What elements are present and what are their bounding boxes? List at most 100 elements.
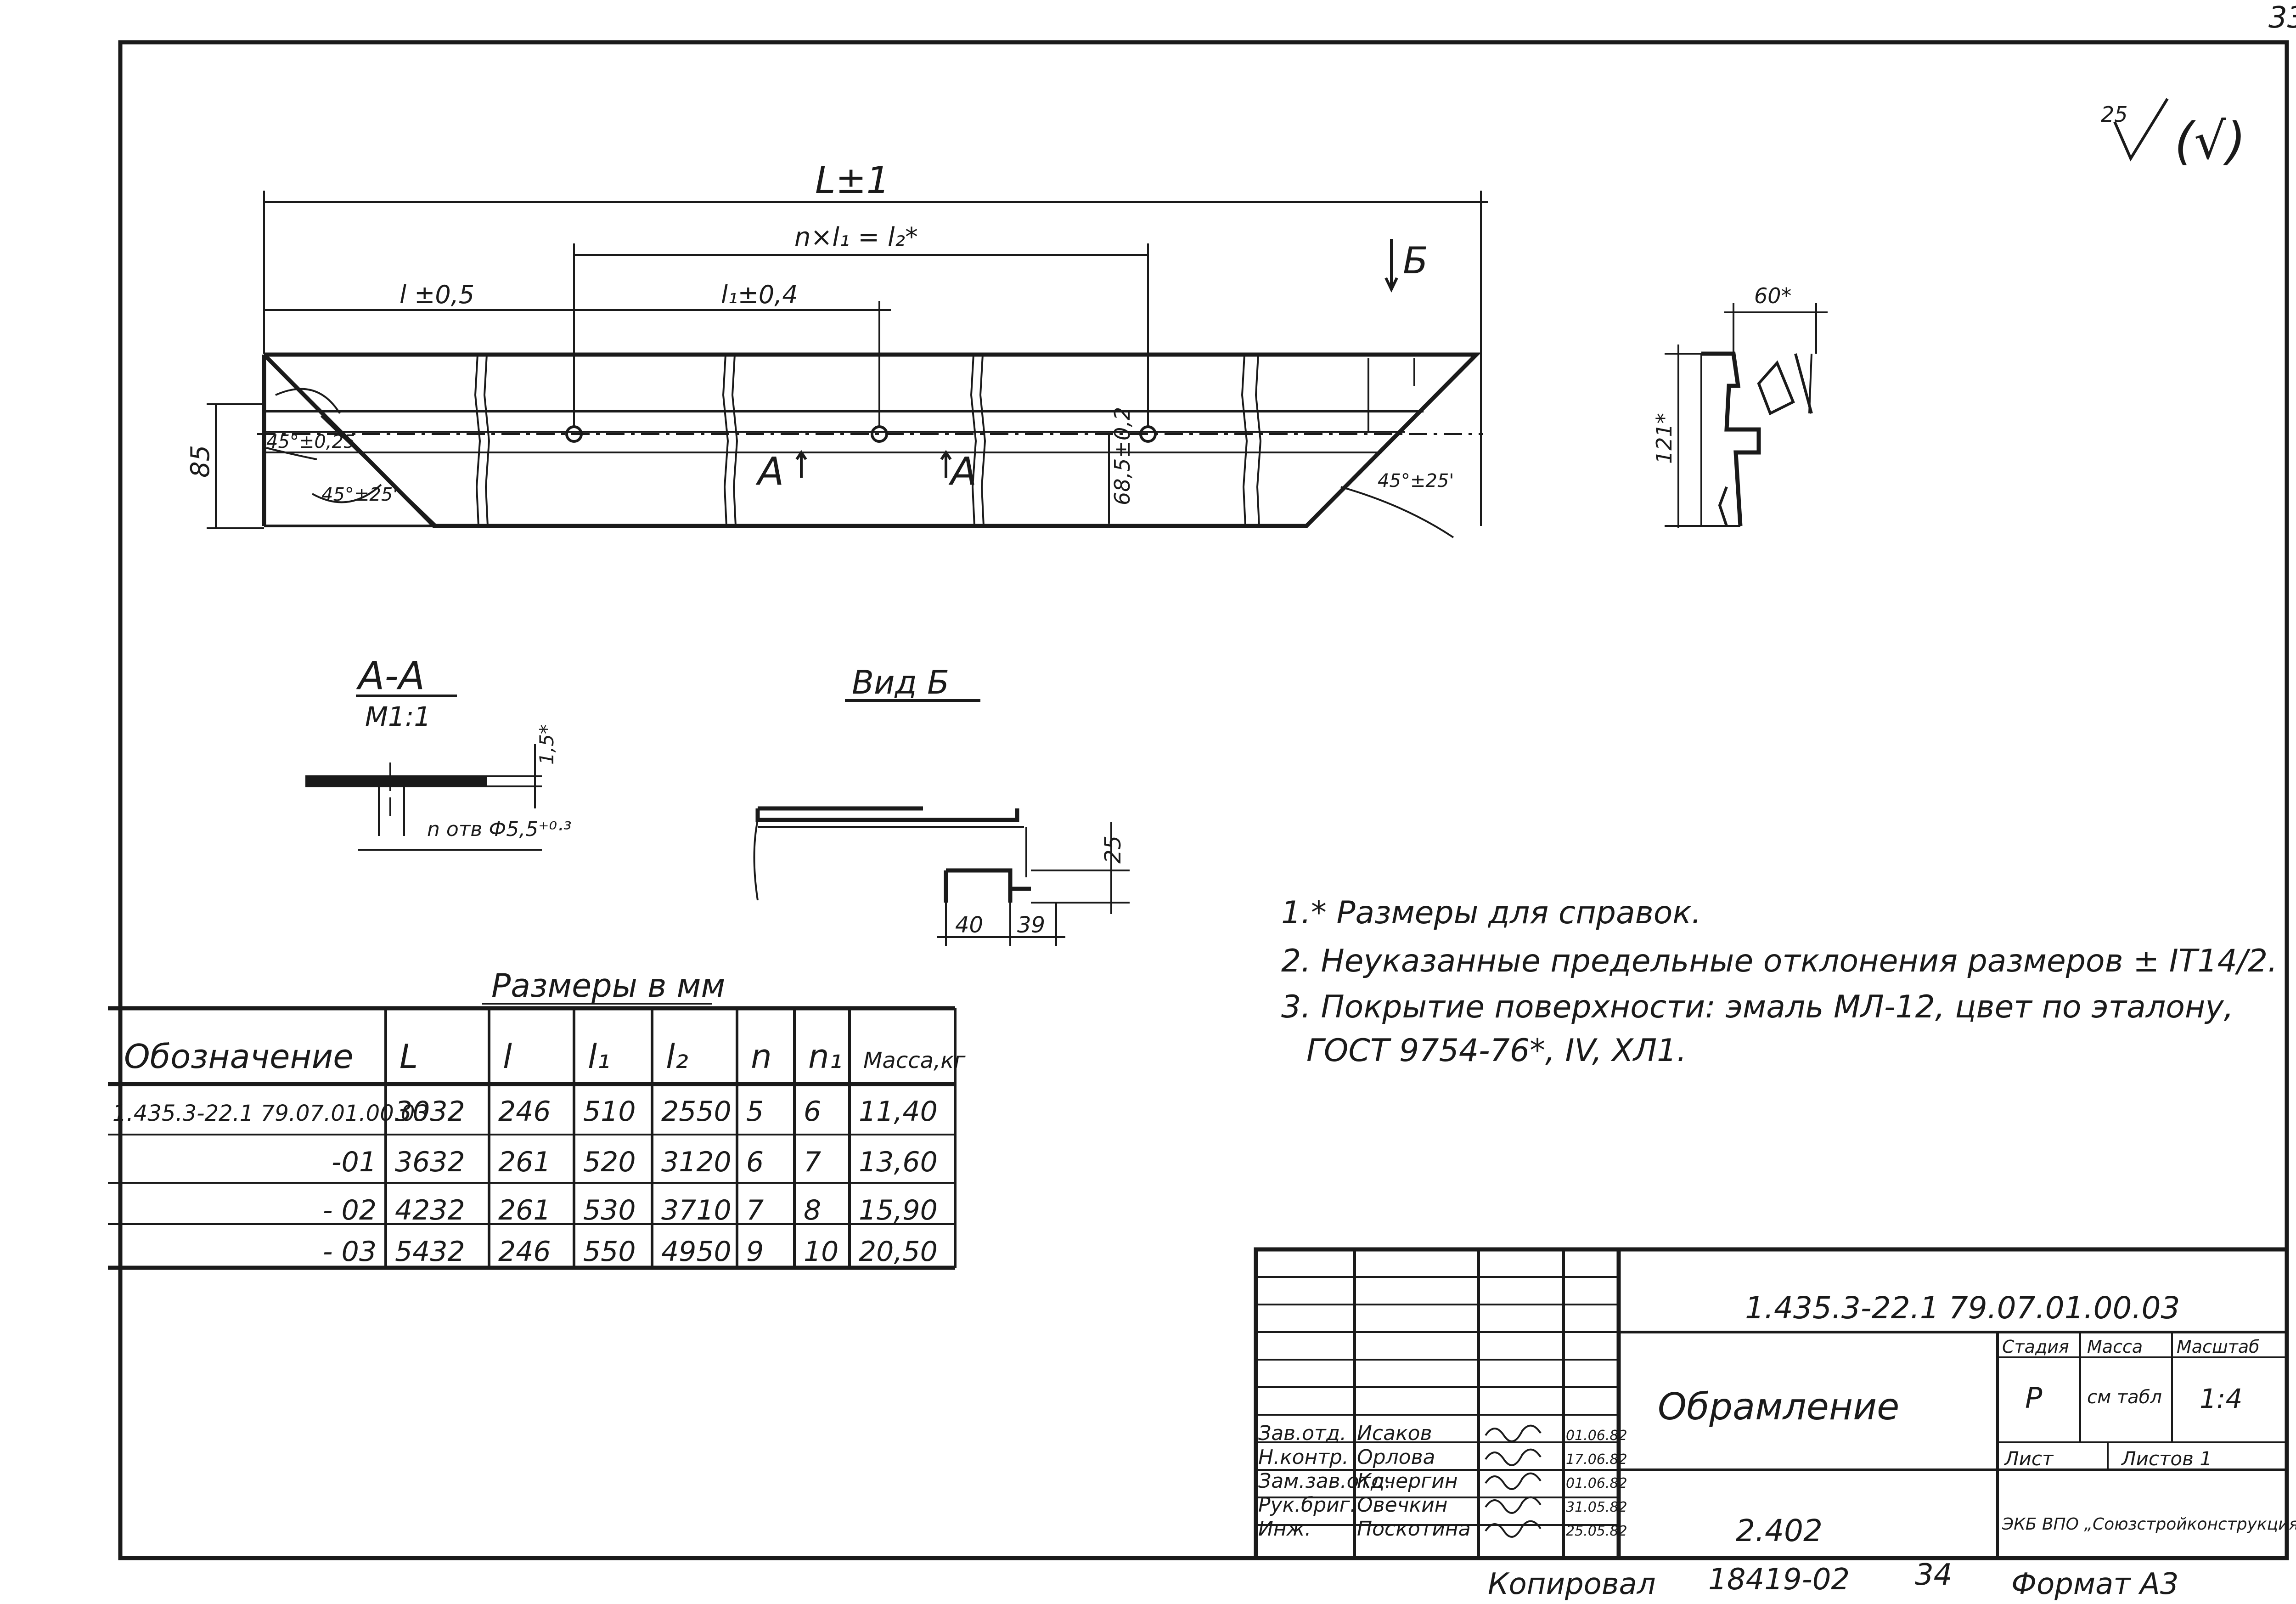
table-cell: 5432 <box>395 1236 465 1268</box>
tb-date: 01.06.82 <box>1566 1475 1627 1491</box>
table-cell: 5 <box>746 1096 764 1128</box>
table-header: Обозначение <box>124 1037 354 1076</box>
section-aa-plate <box>305 776 487 786</box>
table-cell: 246 <box>498 1096 551 1128</box>
notes: 1.* Размеры для справок. 2. Неуказанные … <box>1281 895 2278 1069</box>
roughness-value: 25 <box>2101 102 2128 127</box>
table-header: l₁ <box>588 1037 610 1076</box>
table-cell: 1.435.3-22.1 79.07.01.00.03 <box>113 1101 429 1126</box>
note-3: 3. Покрытие поверхности: эмаль МЛ-12, цв… <box>1281 989 2234 1025</box>
table-cell: -01 <box>332 1146 377 1178</box>
tb-name: Обрамление <box>1658 1385 1899 1428</box>
footer: Копировал 18419-02 34 Формат А3 <box>1488 1558 2179 1601</box>
tb-role: Зам.зав.отд. <box>1258 1469 1391 1493</box>
section-mark-left: А <box>755 449 784 494</box>
table-cell: 4232 <box>395 1194 465 1226</box>
section-mark-right: А <box>948 449 977 494</box>
table-cell: - 03 <box>323 1236 377 1268</box>
table-cell: 2550 <box>661 1096 732 1128</box>
break-lines <box>474 354 1262 526</box>
tb-person-name: Орлова <box>1357 1446 1435 1469</box>
tb-person-name: Поскотина <box>1357 1517 1471 1541</box>
tb-person-name: Кочергин <box>1357 1469 1458 1493</box>
table-cell: 520 <box>583 1146 636 1178</box>
profile-width: 60* <box>1754 283 1792 308</box>
tb-date: 31.05.82 <box>1566 1499 1627 1515</box>
signature-mark <box>1485 1520 1542 1538</box>
angle-right: 45°±25' <box>1378 470 1454 491</box>
dim-overall: L±1 <box>263 159 1488 526</box>
tb-role: Инж. <box>1258 1517 1311 1541</box>
table-cell: 6 <box>804 1096 821 1128</box>
section-aa-hole: n отв Ф5,5⁺⁰·³ <box>427 818 572 841</box>
tb-role: Н.контр. <box>1258 1446 1349 1469</box>
note-2: 2. Неуказанные предельные отклонения раз… <box>1281 943 2278 979</box>
title-block: 1.435.3-22.1 79.07.01.00.03 Обрамление 2… <box>1254 1247 2296 1560</box>
profile-height: 121* <box>1652 413 1677 464</box>
table-header: Масса,кг <box>863 1048 966 1073</box>
table-cell: 3032 <box>395 1096 465 1128</box>
dim-pitch: n×l₁ = l₂* <box>573 222 1149 427</box>
table-header: n₁ <box>808 1037 843 1076</box>
table-cell: 11,40 <box>859 1096 938 1128</box>
section-aa-scale: М1:1 <box>365 701 431 732</box>
dim-overall-text: L±1 <box>815 159 890 202</box>
table-cell: 8 <box>804 1194 821 1226</box>
footer-copied: Копировал <box>1488 1567 1656 1601</box>
tb-code: 2.402 <box>1736 1513 1823 1548</box>
table-cell: 9 <box>746 1236 764 1268</box>
dim-pitch-text: n×l₁ = l₂* <box>794 222 918 252</box>
view-b-dim-a: 40 <box>955 912 983 938</box>
tb-date: 17.06.82 <box>1566 1452 1627 1468</box>
tb-person-name: Овечкин <box>1357 1493 1448 1517</box>
tb-date: 25.05.82 <box>1566 1523 1627 1539</box>
table-header: l₂ <box>666 1037 688 1076</box>
main-elevation: L±1 n×l₁ = l₂* l ±0,5 l₁±0,4 85 68,5±0,2 <box>186 159 1488 538</box>
tb-scale: 1:4 <box>2200 1383 2242 1414</box>
table-cell: 261 <box>498 1194 551 1226</box>
footer-sheet-no: 34 <box>1915 1558 1952 1592</box>
view-b-dim-height: 25 <box>1100 836 1126 864</box>
tb-org: ЭКБ ВПО „Союзстройконструкция“ <box>2002 1515 2296 1534</box>
table-cell: 3120 <box>661 1146 732 1178</box>
signature-mark <box>1485 1472 1542 1490</box>
table-header: L <box>400 1037 418 1076</box>
table-cell: 261 <box>498 1146 551 1178</box>
view-b-title: Вид Б <box>852 664 949 701</box>
tb-stage: Р <box>2025 1381 2043 1415</box>
table-cell: 10 <box>804 1236 838 1268</box>
dim-step-text: l₁±0,4 <box>721 280 798 309</box>
dim-height: 85 <box>186 403 264 529</box>
angle-left-top: 45°±0,25 <box>266 431 355 452</box>
table-cell: 4950 <box>661 1236 732 1268</box>
table-cell: 246 <box>498 1236 551 1268</box>
tb-designation: 1.435.3-22.1 79.07.01.00.03 <box>1745 1290 2180 1326</box>
table-cell: 7 <box>804 1146 821 1178</box>
signature-mark <box>1485 1448 1542 1466</box>
size-table-caption: Размеры в мм <box>491 967 725 1005</box>
view-b-arrow: Б <box>1384 239 1428 293</box>
frame-outline <box>262 352 1481 528</box>
roughness-symbol: 25 (√) <box>2101 98 2246 170</box>
tb-date: 01.06.82 <box>1566 1428 1627 1444</box>
tb-role: Рук.бриг. <box>1258 1493 1356 1517</box>
tb-sheets-label: Листов 1 <box>2121 1447 2212 1470</box>
table-header: n <box>751 1037 772 1076</box>
footer-inv: 18419-02 <box>1708 1563 1850 1597</box>
signature-mark <box>1485 1496 1542 1514</box>
view-b-dim-b: 39 <box>1017 912 1045 938</box>
dim-hole-height: 68,5±0,2 <box>1108 407 1135 524</box>
tb-sheet-label: Лист <box>2003 1447 2054 1470</box>
table-cell: 20,50 <box>859 1236 938 1268</box>
tb-role: Зав.отд. <box>1258 1422 1346 1445</box>
section-marks: А А <box>755 449 977 494</box>
note-1: 1.* Размеры для справок. <box>1281 895 1701 931</box>
table-cell: 6 <box>746 1146 764 1178</box>
table-cell: 3632 <box>395 1146 465 1178</box>
table-cell: 550 <box>583 1236 636 1268</box>
view-b-mark: Б <box>1403 239 1428 282</box>
table-cell: 7 <box>746 1194 764 1226</box>
section-aa-title: А-А <box>356 653 425 698</box>
